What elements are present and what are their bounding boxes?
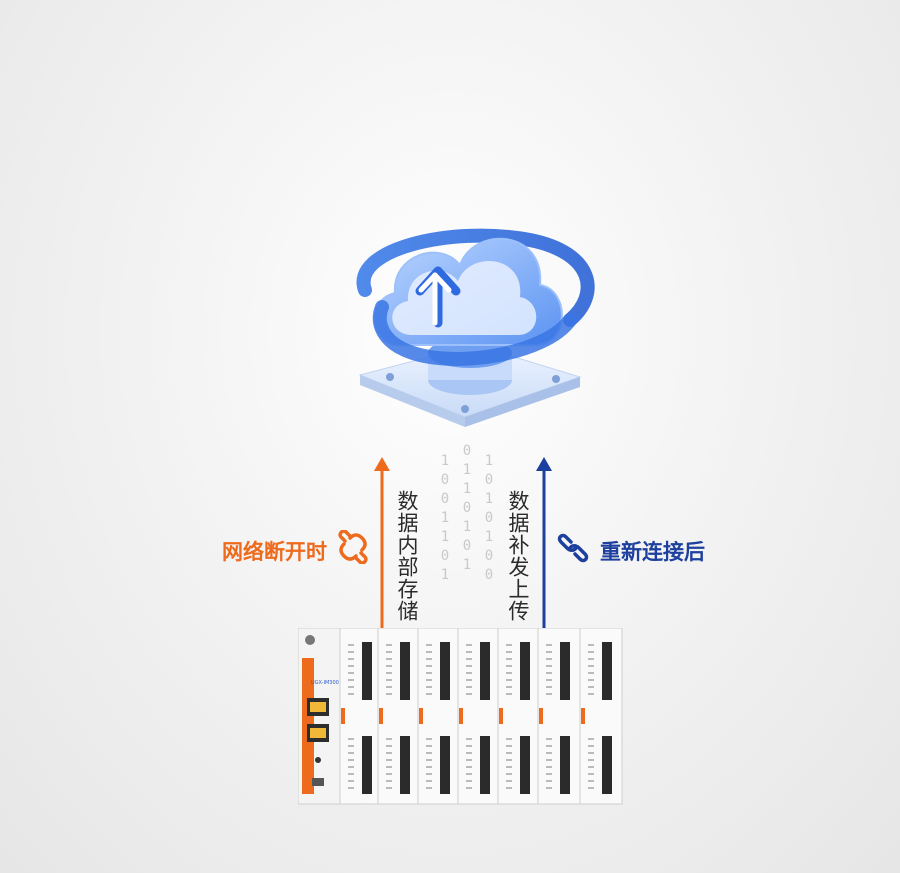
device-model-label: UGX-IM300 (311, 680, 339, 686)
io-module (537, 627, 581, 805)
upload-arrow-orange (374, 457, 390, 630)
io-module (497, 627, 539, 805)
link-icon (557, 533, 589, 563)
io-module (339, 627, 379, 805)
network-disconnect-label: 网络断开时 (222, 540, 327, 564)
upload-arrow-blue (536, 457, 552, 630)
io-module (377, 627, 419, 805)
arrow-label-internal-storage: 数据内部存储 (395, 490, 419, 622)
controller-device: UGX-IM300 (297, 627, 624, 806)
arrow-label-resend-upload: 数据补发上传 (506, 490, 530, 622)
io-modules (339, 627, 623, 805)
io-module (457, 627, 499, 805)
io-module (579, 627, 623, 805)
broken-link-icon (338, 530, 368, 564)
reconnect-label: 重新连接后 (600, 540, 705, 564)
cloud-upload-icon (330, 195, 600, 455)
io-module (417, 627, 459, 805)
